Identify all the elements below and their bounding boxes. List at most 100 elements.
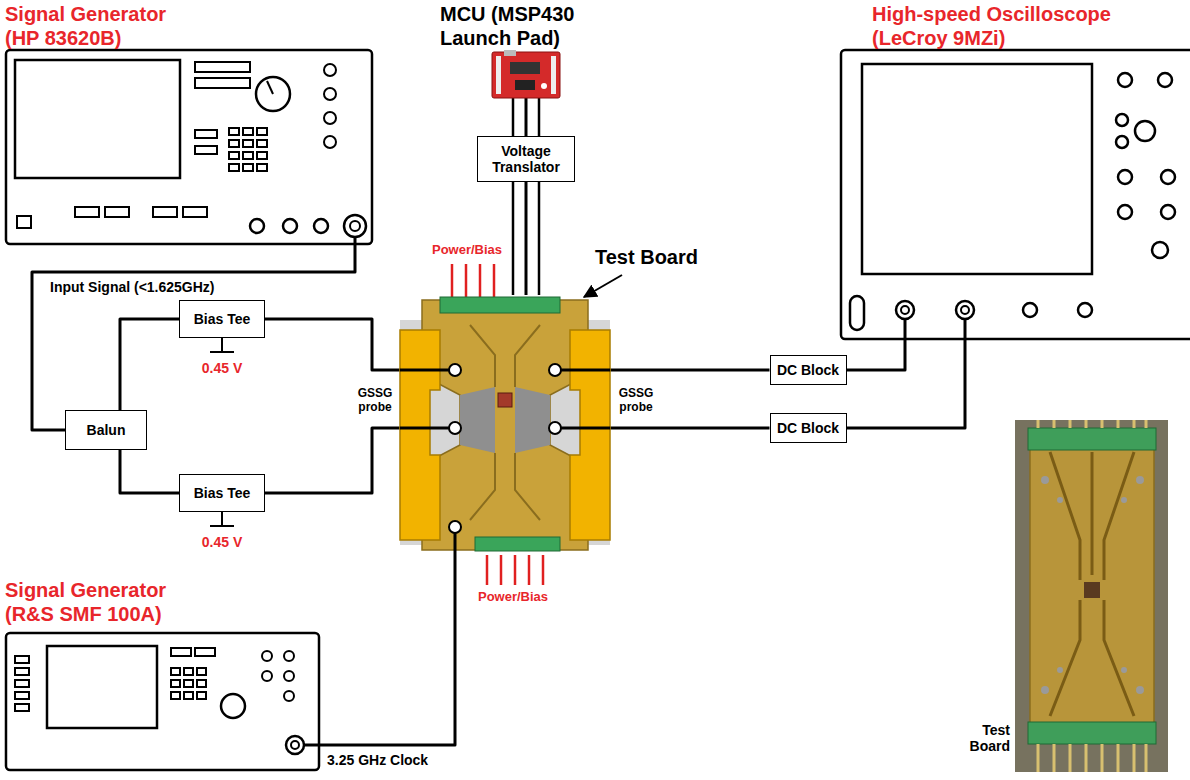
leader-arrow bbox=[584, 275, 622, 297]
oscilloscope-drawing-part bbox=[1161, 205, 1175, 219]
cable-label: 3.25 GHz Clock bbox=[325, 752, 430, 768]
power-bias-label: Power/Bias bbox=[478, 590, 548, 605]
mcu-board: MCU (MSP430 Launch Pad) bbox=[440, 2, 640, 98]
oscilloscope-drawing-part bbox=[1118, 170, 1132, 184]
power-bias-pins bbox=[528, 555, 531, 585]
test-board-photo bbox=[1085, 744, 1088, 772]
test-board-drawing-part bbox=[560, 369, 610, 372]
signal-generator-drawing-part bbox=[195, 648, 215, 656]
signal-generator-drawing-part bbox=[15, 692, 29, 699]
cable-label: Input Signal (<1.625GHz) bbox=[48, 279, 217, 295]
instrument-title: MCU (MSP430 Launch Pad) bbox=[440, 2, 582, 50]
instrument-title: Test Board bbox=[595, 245, 698, 269]
oscilloscope-drawing-part bbox=[1118, 205, 1132, 219]
ground-symbol bbox=[221, 338, 223, 352]
test-board-photo bbox=[1117, 420, 1120, 428]
bias-tee-box: Bias Tee bbox=[179, 300, 265, 338]
cable-connector bbox=[847, 340, 966, 428]
mcu-board-drawing-part bbox=[504, 50, 516, 56]
box-label: Voltage Translator bbox=[478, 143, 574, 175]
power-bias-pins bbox=[500, 555, 503, 585]
signal-generator-drawing-part bbox=[324, 112, 336, 124]
signal-generator-drawing-part bbox=[195, 146, 217, 154]
power-bias-pins bbox=[479, 264, 482, 297]
signal-generator-drawing-part bbox=[171, 648, 191, 656]
signal-generator-drawing-part bbox=[184, 668, 193, 675]
bias-tee-box: Bias Tee bbox=[179, 474, 265, 512]
signal-generator-drawing-part bbox=[105, 207, 129, 217]
instrument-title: Signal Generator (HP 83620B) bbox=[5, 2, 195, 50]
signal-generator-drawing-part bbox=[197, 680, 206, 687]
mcu-board-drawing-part bbox=[541, 83, 547, 89]
test-board-photo bbox=[1136, 686, 1144, 694]
test-board-photo bbox=[1084, 582, 1100, 598]
cable-connector bbox=[610, 427, 770, 430]
test-board-drawing-part bbox=[440, 297, 560, 313]
test-board-drawing-part bbox=[498, 393, 512, 407]
test-board: Test Board bbox=[400, 295, 610, 555]
cable-connector bbox=[120, 319, 179, 410]
test-board-photo bbox=[1041, 476, 1049, 484]
signal-generator-drawing-part bbox=[286, 736, 304, 754]
cable-connector bbox=[120, 450, 179, 493]
signal-generator-drawing-part bbox=[257, 164, 267, 171]
cable-connector bbox=[610, 369, 770, 372]
control-wires bbox=[512, 182, 515, 295]
dc-block-box: DC Block bbox=[770, 413, 847, 443]
signal-generator-drawing-part bbox=[75, 207, 99, 217]
signal-generator-drawing-part bbox=[171, 680, 180, 687]
probe-label: GSSG probe bbox=[352, 387, 398, 415]
mcu-board-drawing-part bbox=[515, 80, 535, 90]
ground-symbol bbox=[221, 512, 223, 526]
oscilloscope-drawing-part bbox=[1118, 73, 1132, 87]
power-bias-pins bbox=[514, 555, 517, 585]
box-label: Bias Tee bbox=[194, 311, 251, 327]
bias-voltage-label: 0.45 V bbox=[192, 360, 252, 376]
oscilloscope-drawing-part bbox=[904, 318, 907, 340]
signal-generator-drawing-part bbox=[47, 646, 157, 728]
test-board-photo bbox=[1101, 744, 1104, 772]
power-bias-pins bbox=[486, 555, 489, 585]
oscilloscope-drawing-part bbox=[1078, 303, 1092, 317]
signal-generator-drawing-part bbox=[350, 221, 360, 231]
test-board-drawing-part bbox=[454, 533, 457, 555]
signal-generator-drawing-part bbox=[229, 152, 239, 159]
signal-generator-drawing-part bbox=[15, 680, 29, 687]
dc-block-box: DC Block bbox=[770, 355, 847, 385]
cable-connector bbox=[525, 182, 528, 295]
oscilloscope-drawing-part bbox=[956, 301, 974, 319]
signal-generator-drawing-part bbox=[6, 50, 372, 244]
power-bias-pins bbox=[465, 264, 468, 297]
test-board-photo bbox=[1133, 744, 1136, 772]
signal-generator-drawing-part bbox=[243, 128, 253, 135]
signal-generator-drawing-part bbox=[291, 741, 299, 749]
mcu-board-drawing-part bbox=[551, 56, 556, 94]
signal-generator-drawing-part bbox=[243, 164, 253, 171]
oscilloscope-drawing bbox=[840, 2, 1190, 340]
signal-generator-drawing-part bbox=[284, 671, 294, 681]
box-label: Balun bbox=[87, 422, 126, 438]
cable-connector bbox=[265, 428, 400, 493]
test-board-photo bbox=[1136, 476, 1144, 484]
signal-generator-drawing-part bbox=[267, 81, 273, 94]
signal-generator-drawing-part bbox=[250, 219, 264, 233]
test-board-photo bbox=[1057, 667, 1063, 673]
signal-generator-drawing-part bbox=[15, 668, 29, 675]
signal-generator-drawing-part bbox=[229, 140, 239, 147]
test-board-drawing-part bbox=[400, 427, 450, 430]
test-board-photo bbox=[1053, 744, 1056, 772]
mcu-board-drawing-part bbox=[496, 56, 501, 94]
voltage-translator-box: Voltage Translator bbox=[477, 136, 575, 182]
signal-generator-drawing-part bbox=[171, 668, 180, 675]
cable-connector bbox=[320, 555, 455, 745]
photo-caption: Test Board bbox=[950, 722, 1010, 754]
test-board-drawing-part bbox=[400, 369, 450, 372]
signal-generator-drawing-part bbox=[221, 694, 245, 718]
cable-connector bbox=[32, 245, 355, 430]
oscilloscope-drawing-part bbox=[862, 64, 1092, 274]
signal-generator-drawing-part bbox=[197, 668, 206, 675]
signal-generator-drawing-part bbox=[257, 128, 267, 135]
test-board-photo bbox=[1028, 722, 1156, 744]
test-board-drawing-part bbox=[449, 364, 461, 376]
